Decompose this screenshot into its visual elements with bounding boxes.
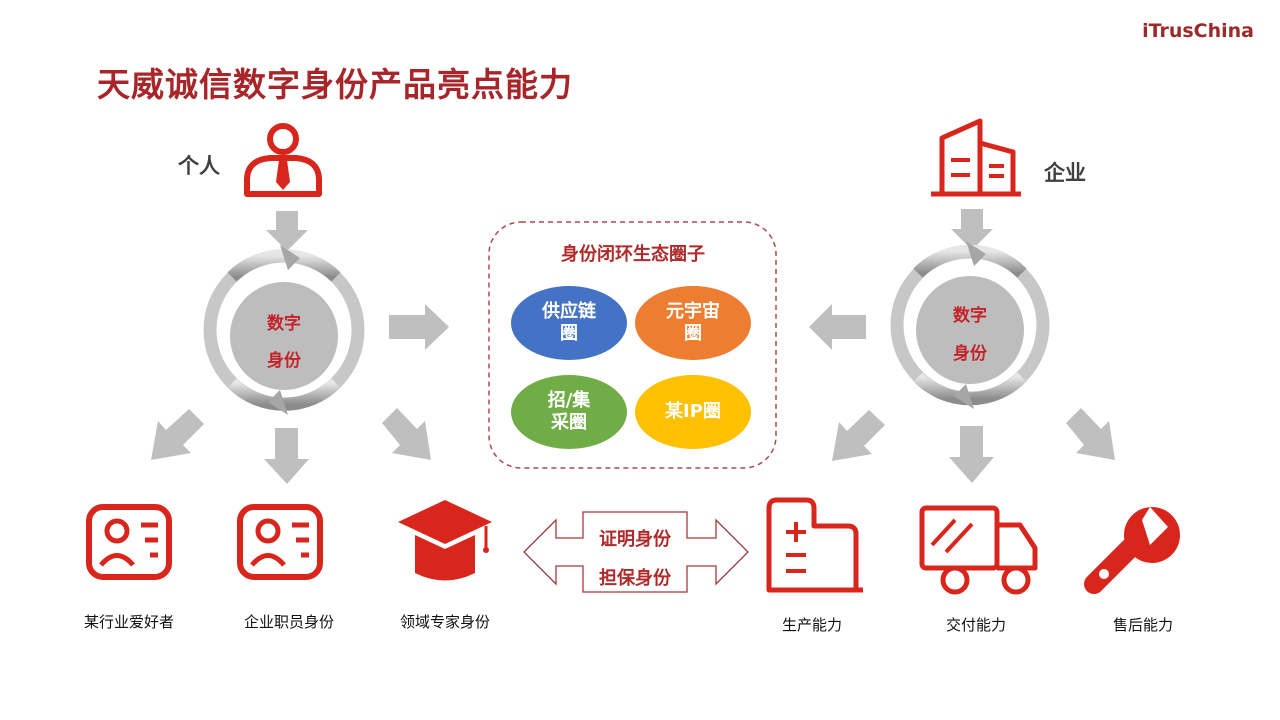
arrow-diag-left — [832, 410, 885, 461]
flow-arrows — [151, 209, 1115, 484]
arrow-down — [266, 211, 308, 251]
arrow-down — [264, 428, 309, 484]
building-icon — [931, 118, 1021, 197]
arrow-down — [951, 209, 993, 250]
caption-expert: 领域专家身份 — [399, 613, 490, 631]
bridge-label-prove: 证明身份 — [599, 529, 671, 550]
caption-employee: 企业职员身份 — [243, 613, 334, 631]
arrow-diag-right — [382, 408, 431, 460]
circle-procurement: 招/集 采圈 — [511, 375, 627, 449]
double-arrow-bridge — [523, 511, 749, 593]
individual-label: 个人 — [178, 154, 220, 178]
person-icon — [244, 123, 322, 197]
cycle-text-right-2: 身份 — [953, 344, 987, 364]
factory-icon — [766, 497, 863, 593]
arrow-diag-right — [1066, 408, 1115, 460]
circle-supply-chain: 供应链 圈 — [511, 286, 627, 360]
digital-identity-cycle-left — [203, 245, 365, 415]
arrow-left — [809, 304, 866, 350]
bridge-label-guarantee: 担保身份 — [599, 568, 671, 589]
id-card-icon — [237, 504, 323, 580]
cycle-text-right-1: 数字 — [953, 306, 987, 326]
cycle-text-left-1: 数字 — [267, 314, 301, 334]
circle-ip: 某IP圈 — [635, 375, 751, 449]
cycle-text-left-2: 身份 — [267, 351, 301, 371]
page-title: 天威诚信数字身份产品亮点能力 — [97, 65, 573, 104]
ecosystem-title: 身份闭环生态圈子 — [561, 244, 705, 265]
caption-production: 生产能力 — [781, 616, 842, 634]
caption-after-sales: 售后能力 — [1112, 616, 1173, 634]
ecosystem-box — [488, 221, 777, 469]
caption-delivery: 交付能力 — [945, 616, 1006, 634]
arrow-down — [949, 426, 994, 483]
enterprise-label: 企业 — [1044, 161, 1086, 185]
graduation-cap-icon — [398, 500, 492, 581]
caption-enthusiast: 某行业爱好者 — [83, 613, 174, 631]
wrench-icon — [1084, 507, 1180, 594]
brand-logo: iTrusChina — [1142, 20, 1254, 42]
digital-identity-cycle-right — [890, 241, 1050, 409]
id-card-icon — [86, 504, 172, 580]
delivery-truck-icon — [919, 505, 1038, 595]
arrow-diag-left — [151, 409, 204, 460]
arrow-right — [389, 304, 449, 350]
circle-metaverse: 元宇宙 圈 — [635, 286, 751, 360]
